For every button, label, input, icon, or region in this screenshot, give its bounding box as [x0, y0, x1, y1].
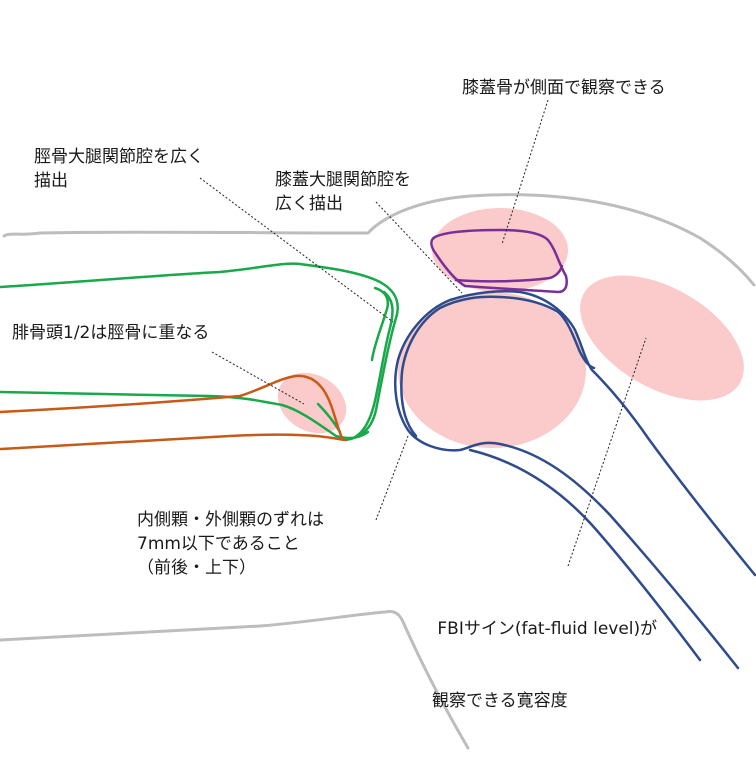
joint-highlight [398, 292, 586, 448]
label-fbi-sign: FBIサイン(fat-fluid level)が 観察できる寛容度 [432, 569, 657, 761]
label-line: 脛骨大腿関節腔を広く [34, 147, 204, 167]
label-line: 内側顆・外側顆のずれは [137, 510, 324, 530]
femur-condyle-outline [394, 290, 756, 670]
label-fibular-head-overlap: 腓骨頭1/2は脛骨に重なる [12, 321, 209, 345]
label-patella-lateral-view: 膝蓋骨が側面で観察できる [462, 76, 666, 100]
soft-tissue-outline [0, 193, 756, 750]
label-line: 観察できる寛容度 [432, 691, 568, 711]
upper-skin-line [2, 193, 756, 287]
highlight-regions [277, 208, 744, 448]
femur-shaft-lower [468, 448, 702, 662]
patella-outline [430, 228, 568, 294]
leader-fibula [211, 351, 305, 405]
patella [430, 228, 568, 294]
tibia-outline-d [370, 286, 390, 362]
fibula-highlight [277, 372, 347, 434]
label-tibiofemoral-joint-space: 脛骨大腿関節腔を広く 描出 [34, 145, 204, 193]
label-line: 描出 [34, 171, 68, 191]
label-line: 膝蓋骨が側面で観察できる [462, 78, 666, 98]
femur-inner-outline [400, 295, 596, 438]
label-condyle-offset: 内側顆・外側顆のずれは 7mm以下であること （前後・上下） [137, 508, 324, 580]
leader-patellofemoral [375, 201, 463, 294]
label-patellofemoral-joint-space: 膝蓋大腿関節腔を 広く描出 [275, 168, 411, 216]
label-line: （前後・上下） [137, 558, 256, 578]
label-line: 腓骨頭1/2は脛骨に重なる [12, 323, 210, 343]
fibula-outline-lower [0, 433, 348, 451]
leader-condyles [375, 435, 409, 521]
label-line: 膝蓋大腿関節腔を [275, 170, 411, 190]
suprapatellar-highlight [580, 275, 744, 401]
label-line: 広く描出 [275, 194, 343, 214]
leader-tibiofemoral [199, 177, 394, 323]
fibula-outline-upper [0, 374, 344, 440]
tibia-outline-c [353, 290, 394, 439]
lower-skin-line [0, 610, 470, 750]
label-line: 7mm以下であること [137, 534, 300, 554]
label-line: FBIサイン(fat-fluid level)が [432, 619, 658, 639]
tibia-outline-a [0, 262, 399, 442]
patella-highlight [432, 208, 568, 292]
femur [394, 290, 756, 670]
leader-fbi [567, 337, 647, 567]
fibula [0, 374, 348, 451]
leader-lines [199, 99, 647, 567]
leader-patella [501, 99, 549, 245]
patella-articular-line [454, 264, 564, 283]
